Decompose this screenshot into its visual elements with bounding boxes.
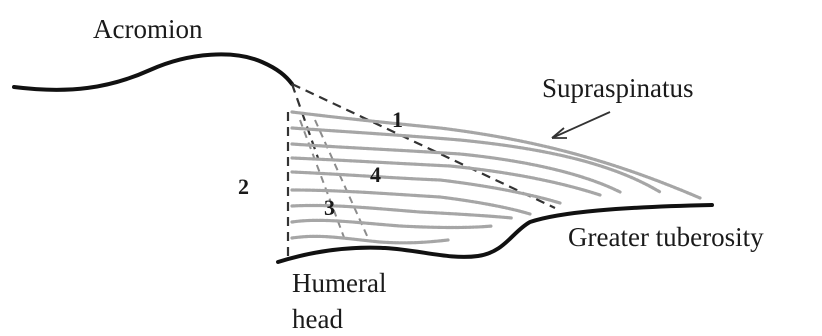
supraspinatus-arrow	[552, 112, 610, 138]
marker-2: 2	[238, 174, 249, 199]
head-label: head	[292, 304, 343, 334]
marker-3: 3	[324, 195, 335, 220]
acromion-outline	[14, 54, 292, 89]
fiber-line	[292, 220, 492, 227]
marker-1: 1	[392, 107, 403, 132]
supraspinatus-label: Supraspinatus	[542, 73, 694, 103]
humeral-label: Humeral	[292, 268, 386, 298]
fiber-line	[292, 112, 700, 198]
greater-tuberosity-label: Greater tuberosity	[568, 222, 764, 252]
fiber-line	[292, 236, 448, 242]
marker-4: 4	[370, 162, 381, 187]
acromion-label: Acromion	[93, 14, 203, 44]
